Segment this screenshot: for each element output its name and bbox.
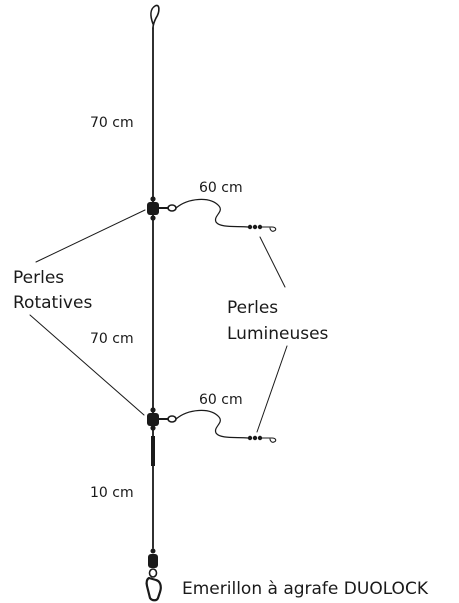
snood-lower-label: 60 cm (199, 392, 243, 408)
leader-luminous-upper (259, 236, 286, 288)
rotating-bead-lower (147, 407, 177, 431)
rotating-bead-upper (147, 196, 177, 221)
top-loop (150, 4, 160, 29)
luminous-beads-label-line1: Perles (227, 298, 278, 318)
hook-lower (261, 437, 277, 443)
rotating-beads-label-line1: Perles (13, 268, 64, 288)
swivel-clip-label: Emerillon à agrafe DUOLOCK (182, 579, 429, 599)
snood-lower (175, 409, 249, 439)
luminous-beads-lower (247, 435, 263, 441)
leader-luminous-lower (256, 345, 288, 433)
hook-upper (261, 226, 277, 232)
snood-upper-label: 60 cm (199, 180, 243, 196)
luminous-beads-label-line2: Lumineuses (227, 324, 329, 344)
luminous-beads-upper (247, 224, 263, 230)
length-bottom-label: 10 cm (90, 485, 134, 501)
rotating-beads-label-line2: Rotatives (13, 293, 92, 313)
crimp-sleeve (151, 436, 155, 466)
snood-upper (175, 198, 249, 228)
leader-rotative-lower (29, 314, 145, 416)
swivel-clip (145, 548, 162, 602)
length-top-label: 70 cm (90, 115, 134, 131)
leader-rotative-upper (35, 209, 146, 263)
length-middle-label: 70 cm (90, 331, 134, 347)
